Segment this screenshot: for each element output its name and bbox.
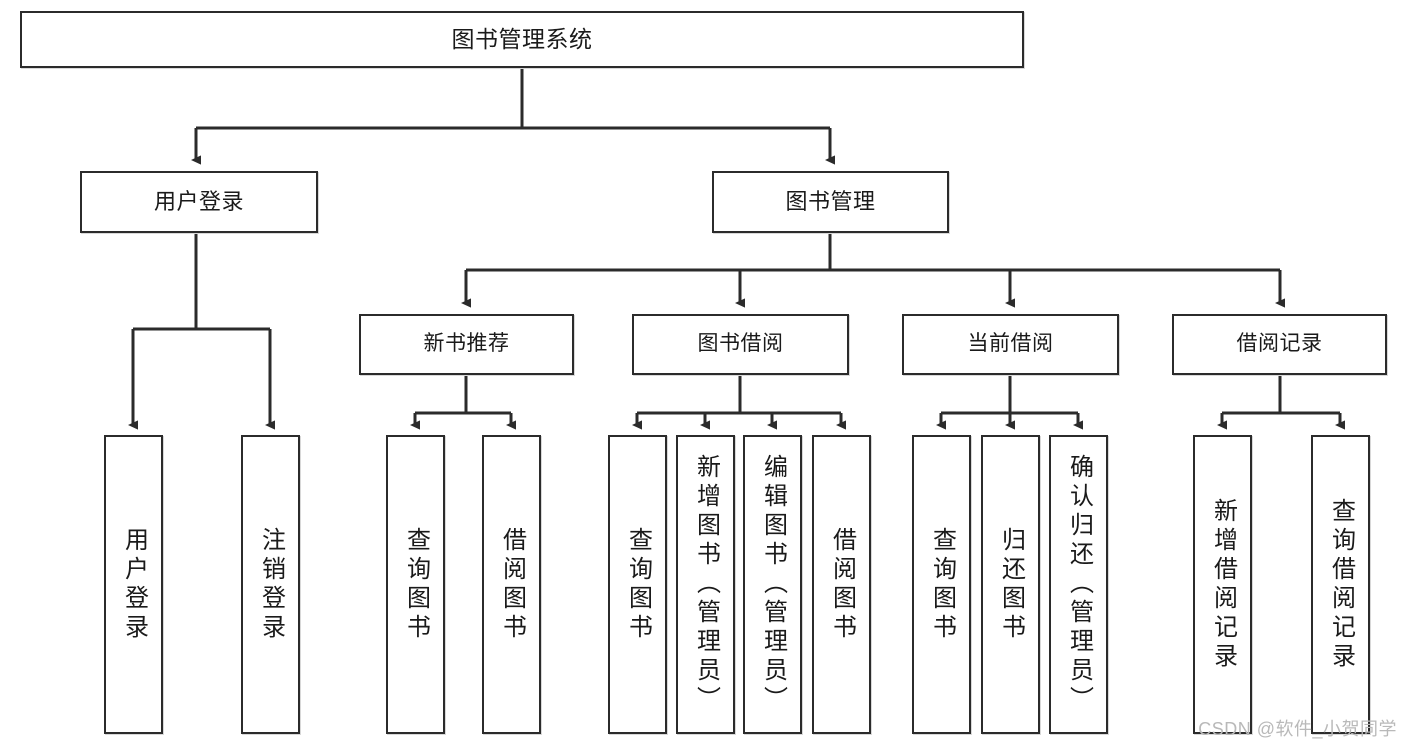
node-user-login[interactable]: 用户登录 (80, 171, 318, 233)
node-book-borrow[interactable]: 图书借阅 (632, 314, 849, 375)
node-label: 查询图书 (624, 526, 652, 643)
node-label: 借阅图书 (498, 526, 526, 643)
node-label: 新书推荐 (423, 332, 510, 356)
node-label: 查询借阅记录 (1327, 497, 1355, 672)
leaf-current-confirm-return-admin[interactable]: 确认归还（管理员） (1049, 435, 1108, 734)
node-label: 当前借阅 (967, 332, 1054, 356)
leaf-user-login-login[interactable]: 用户登录 (104, 435, 163, 734)
node-label: 用户登录 (153, 189, 244, 215)
node-label: 新增借阅记录 (1209, 497, 1237, 672)
node-label: 归还图书 (997, 526, 1025, 643)
watermark-text: CSDN @软件_小贺同学 (1198, 719, 1397, 739)
node-label: 确认归还（管理员） (1065, 454, 1093, 715)
leaf-borrow-borrow-book[interactable]: 借阅图书 (812, 435, 871, 734)
node-label: 用户登录 (120, 526, 148, 643)
node-label: 图书管理系统 (451, 25, 593, 52)
leaf-record-query-record[interactable]: 查询借阅记录 (1311, 435, 1370, 734)
node-label: 新增图书（管理员） (692, 454, 720, 715)
node-book-management[interactable]: 图书管理 (712, 171, 949, 233)
node-label: 查询图书 (928, 526, 956, 643)
leaf-current-query-book[interactable]: 查询图书 (912, 435, 971, 734)
leaf-user-login-logout[interactable]: 注销登录 (241, 435, 300, 734)
leaf-borrow-add-book-admin[interactable]: 新增图书（管理员） (676, 435, 735, 734)
node-label: 图书借阅 (697, 332, 784, 356)
leaf-borrow-edit-book-admin[interactable]: 编辑图书（管理员） (743, 435, 802, 734)
leaf-borrow-query-book[interactable]: 查询图书 (608, 435, 667, 734)
leaf-record-add-record[interactable]: 新增借阅记录 (1193, 435, 1252, 734)
node-label: 注销登录 (257, 526, 285, 643)
leaf-recommend-borrow-book[interactable]: 借阅图书 (482, 435, 541, 734)
leaf-recommend-query-book[interactable]: 查询图书 (386, 435, 445, 734)
node-label: 图书管理 (785, 189, 876, 215)
node-new-book-recommend[interactable]: 新书推荐 (359, 314, 574, 375)
node-root-system[interactable]: 图书管理系统 (20, 11, 1024, 68)
node-label: 借阅图书 (828, 526, 856, 643)
node-borrow-record[interactable]: 借阅记录 (1172, 314, 1387, 375)
node-label: 借阅记录 (1236, 332, 1323, 356)
leaf-current-return-book[interactable]: 归还图书 (981, 435, 1040, 734)
node-label: 编辑图书（管理员） (759, 454, 787, 715)
node-current-borrow[interactable]: 当前借阅 (902, 314, 1119, 375)
node-label: 查询图书 (402, 526, 430, 643)
